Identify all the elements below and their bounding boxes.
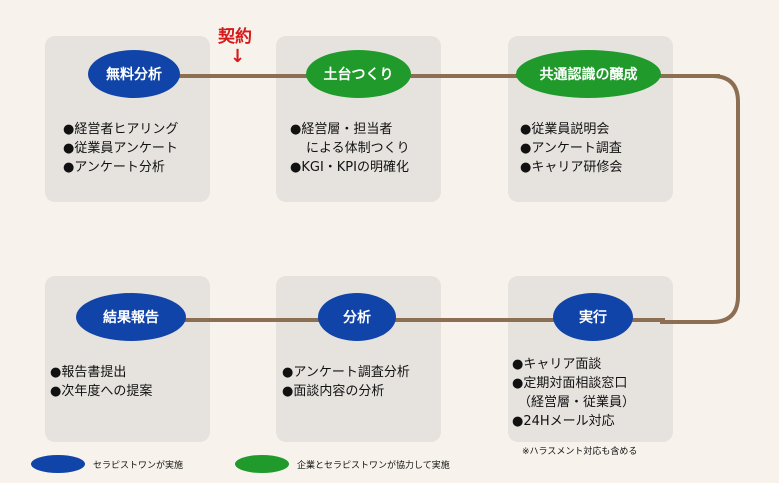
list-item: ●経営層・担当者 (290, 122, 393, 137)
list-item: ●面談内容の分析 (282, 384, 385, 399)
step-analysis-items: ●アンケート調査分析 ●面談内容の分析 (282, 363, 410, 401)
step-free-analysis-title: 無料分析 (106, 67, 162, 83)
contract-label: 契約 (218, 27, 252, 47)
step-execution-title: 実行 (579, 310, 607, 326)
legend-blue-label: セラピストワンが実施 (93, 461, 184, 471)
list-item: ●アンケート調査 (520, 141, 622, 156)
step-result-report-oval: 結果報告 (76, 293, 186, 341)
step-common-understanding-oval: 共通認識の醸成 (516, 50, 661, 98)
connector-right-curve (660, 74, 740, 324)
connector-bottom (130, 318, 665, 322)
step-foundation-title: 土台つくり (323, 67, 394, 83)
list-item: ●24Hメール対応 (512, 414, 615, 429)
legend-green-label: 企業とセラピストワンが協力して実施 (297, 461, 450, 471)
list-item: ●報告書提出 (50, 365, 127, 380)
step-common-understanding-title: 共通認識の醸成 (539, 67, 638, 83)
step-free-analysis-oval: 無料分析 (88, 50, 180, 98)
step-result-report-title: 結果報告 (103, 310, 159, 326)
step-common-understanding-items: ●従業員説明会 ●アンケート調査 ●キャリア研修会 (520, 120, 622, 177)
step-foundation-oval: 土台つくり (306, 50, 411, 98)
legend-blue-swatch (31, 455, 85, 473)
step-result-report-items: ●報告書提出 ●次年度への提案 (50, 363, 152, 401)
step-foundation-items: ●経営層・担当者 による体制つくり ●KGI・KPIの明確化 (290, 120, 410, 177)
list-item: ●次年度への提案 (50, 384, 153, 399)
list-item: ●キャリア研修会 (520, 160, 623, 175)
legend-green-swatch (235, 455, 289, 473)
list-item-continuation: による体制つくり (306, 141, 410, 156)
list-item: ●定期対面相談窓口 (512, 376, 628, 391)
step-execution-oval: 実行 (553, 293, 633, 341)
list-item-continuation: （経営層・従業員） (518, 395, 636, 410)
harassment-note: ※ハラスメント対応も含める (522, 447, 638, 457)
list-item: ●KGI・KPIの明確化 (290, 160, 409, 175)
list-item: ●従業員アンケート (63, 141, 178, 156)
list-item: ●従業員説明会 (520, 122, 610, 137)
step-free-analysis-items: ●経営者ヒアリング ●従業員アンケート ●アンケート分析 (63, 120, 178, 177)
step-execution-items: ●キャリア面談 ●定期対面相談窓口 （経営層・従業員） ●24Hメール対応 (512, 355, 635, 431)
list-item: ●経営者ヒアリング (63, 122, 179, 137)
list-item: ●キャリア面談 (512, 357, 602, 372)
step-analysis-oval: 分析 (318, 293, 396, 341)
contract-arrow-icon: ↓ (230, 46, 246, 67)
list-item: ●アンケート分析 (63, 160, 165, 175)
step-analysis-title: 分析 (343, 310, 371, 326)
connector-top (165, 74, 720, 78)
list-item: ●アンケート調査分析 (282, 365, 410, 380)
